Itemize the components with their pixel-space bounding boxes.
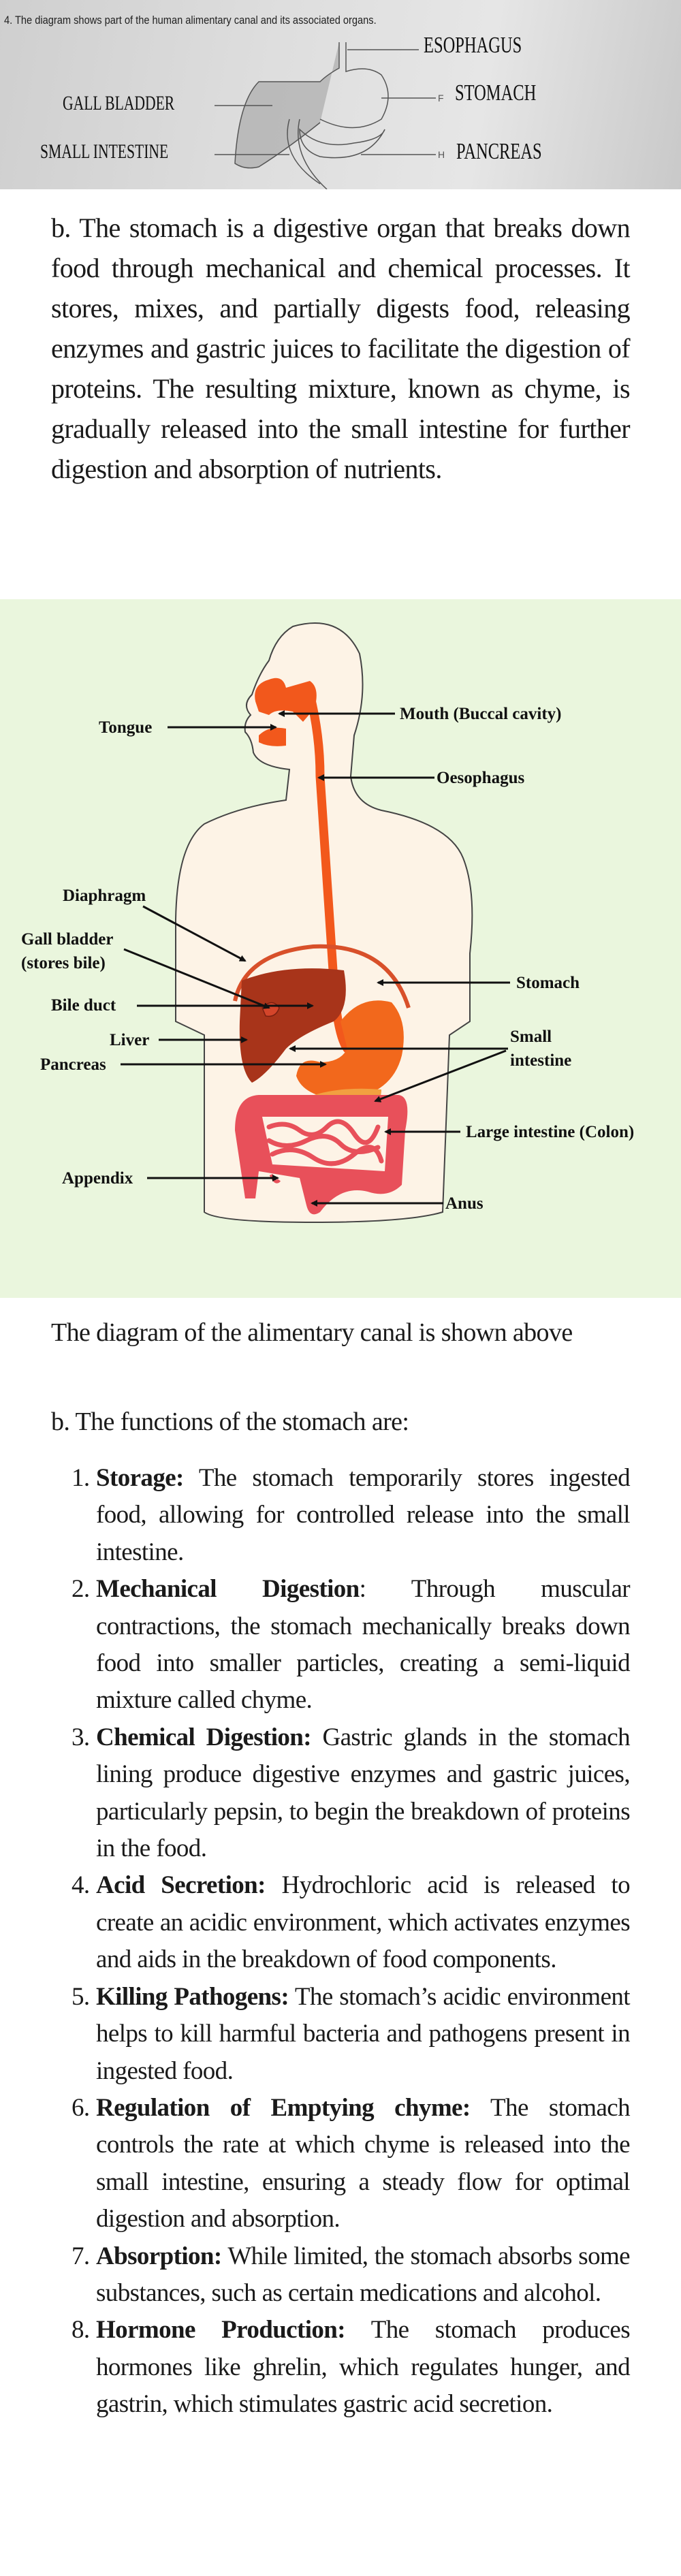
- photo-label-pancreas: PANCREAS: [456, 139, 542, 164]
- label-arrows: [121, 710, 510, 1207]
- functions-heading: b. The functions of the stomach are:: [51, 1408, 409, 1436]
- item-title: Storage:: [96, 1464, 184, 1492]
- photo-label-gall-bladder: GALL BLADDER: [63, 92, 175, 114]
- list-item: 1.Storage: The stomach temporarily store…: [72, 1460, 631, 1571]
- list-item: 6.Regulation of Emptying chyme: The stom…: [72, 2090, 631, 2238]
- label-bile-duct: Bile duct: [51, 996, 116, 1015]
- item-title: Regulation of Emptying chyme:: [96, 2093, 471, 2122]
- digestive-system-illustration: Tongue Mouth (Buccal cavity) Oesophagus …: [21, 622, 634, 1224]
- list-item: 2.Mechanical Digestion: Through muscular…: [72, 1571, 631, 1719]
- diagram-caption: The diagram of the alimentary canal is s…: [51, 1318, 573, 1347]
- item-text: The stomach’s acidic environment helps t…: [96, 1982, 631, 2085]
- label-large-intestine: Large intestine (Colon): [466, 1123, 634, 1141]
- photo-label-esophagus: ESOPHAGUS: [424, 33, 522, 58]
- label-liver: Liver: [110, 1031, 149, 1049]
- item-text: Hydrochloric acid is released to create …: [96, 1871, 631, 1974]
- label-gall-bladder: Gall bladder: [21, 930, 113, 949]
- functions-list: 1.Storage: The stomach temporarily store…: [72, 1460, 631, 2423]
- item-text: : Through muscular contractions, the sto…: [96, 1575, 631, 1715]
- large-intestine-lumen: [262, 1117, 388, 1171]
- mouth-shape: [255, 678, 317, 722]
- photo-letter-h: H: [438, 149, 445, 160]
- small-intestine-shape: [266, 1119, 384, 1166]
- label-pancreas: Pancreas: [40, 1055, 106, 1074]
- photo-label-stomach: STOMACH: [455, 80, 537, 106]
- label-stomach: Stomach: [516, 974, 580, 992]
- label-anus: Anus: [445, 1194, 484, 1213]
- item-title: Acid Secretion:: [96, 1871, 266, 1900]
- item-text: The stomach produces hormones like ghrel…: [96, 2316, 631, 2419]
- item-title: Mechanical Digestion: [96, 1575, 360, 1604]
- digestive-system-diagram: Tongue Mouth (Buccal cavity) Oesophagus …: [0, 599, 681, 1298]
- label-appendix: Appendix: [62, 1169, 133, 1188]
- item-number: 4.: [72, 1871, 90, 1900]
- worksheet-photo: 4. The diagram shows part of the human a…: [0, 0, 681, 189]
- item-number: 6.: [72, 2093, 90, 2122]
- diaphragm-shape: [233, 944, 411, 1008]
- list-item: 5.Killing Pathogens: The stomach’s acidi…: [72, 1979, 631, 2090]
- question-text: 4. The diagram shows part of the human a…: [4, 14, 377, 27]
- item-number: 3.: [72, 1723, 90, 1751]
- item-text: Gastric glands in the stomach lining pro…: [96, 1723, 631, 1863]
- item-text: The stomach controls the rate at which c…: [96, 2093, 631, 2233]
- liver-shape: [239, 968, 346, 1083]
- answer-paragraph: b. The stomach is a digestive organ that…: [51, 212, 631, 484]
- stomach-shape: [296, 1000, 404, 1100]
- item-title: Chemical Digestion:: [96, 1723, 312, 1751]
- list-item: 8.Hormone Production: The stomach produc…: [72, 2312, 631, 2423]
- label-small-intestine-line1: Small: [510, 1028, 552, 1046]
- label-diaphragm: Diaphragm: [63, 887, 146, 905]
- item-number: 7.: [72, 2242, 90, 2270]
- item-title: Absorption:: [96, 2242, 222, 2270]
- worksheet-diagram: [215, 42, 436, 189]
- photo-label-small-intestine: SMALL INTESTINE: [40, 140, 169, 163]
- label-tongue: Tongue: [99, 718, 152, 737]
- item-number: 8.: [72, 2316, 90, 2344]
- item-title: Killing Pathogens:: [96, 1982, 289, 2011]
- list-item: 7.Absorption: While limited, the stomach…: [72, 2238, 631, 2312]
- list-item: 3.Chemical Digestion: Gastric glands in …: [72, 1719, 631, 1868]
- label-oesophagus: Oesophagus: [437, 769, 524, 787]
- item-text: The stomach temporarily stores ingested …: [96, 1464, 631, 1566]
- label-small-intestine-line2: intestine: [510, 1051, 571, 1070]
- tongue-shape: [259, 727, 286, 746]
- item-text: While limited, the stomach absorbs some …: [96, 2242, 631, 2307]
- photo-letter-f: F: [438, 93, 444, 104]
- label-gall-bladder-note: (stores bile): [21, 954, 106, 972]
- label-mouth: Mouth (Buccal cavity): [400, 705, 561, 723]
- item-number: 1.: [72, 1464, 90, 1492]
- item-title: Hormone Production:: [96, 2316, 346, 2344]
- item-number: 2.: [72, 1575, 90, 1604]
- item-number: 5.: [72, 1982, 90, 2011]
- list-item: 4.Acid Secretion: Hydrochloric acid is r…: [72, 1867, 631, 1978]
